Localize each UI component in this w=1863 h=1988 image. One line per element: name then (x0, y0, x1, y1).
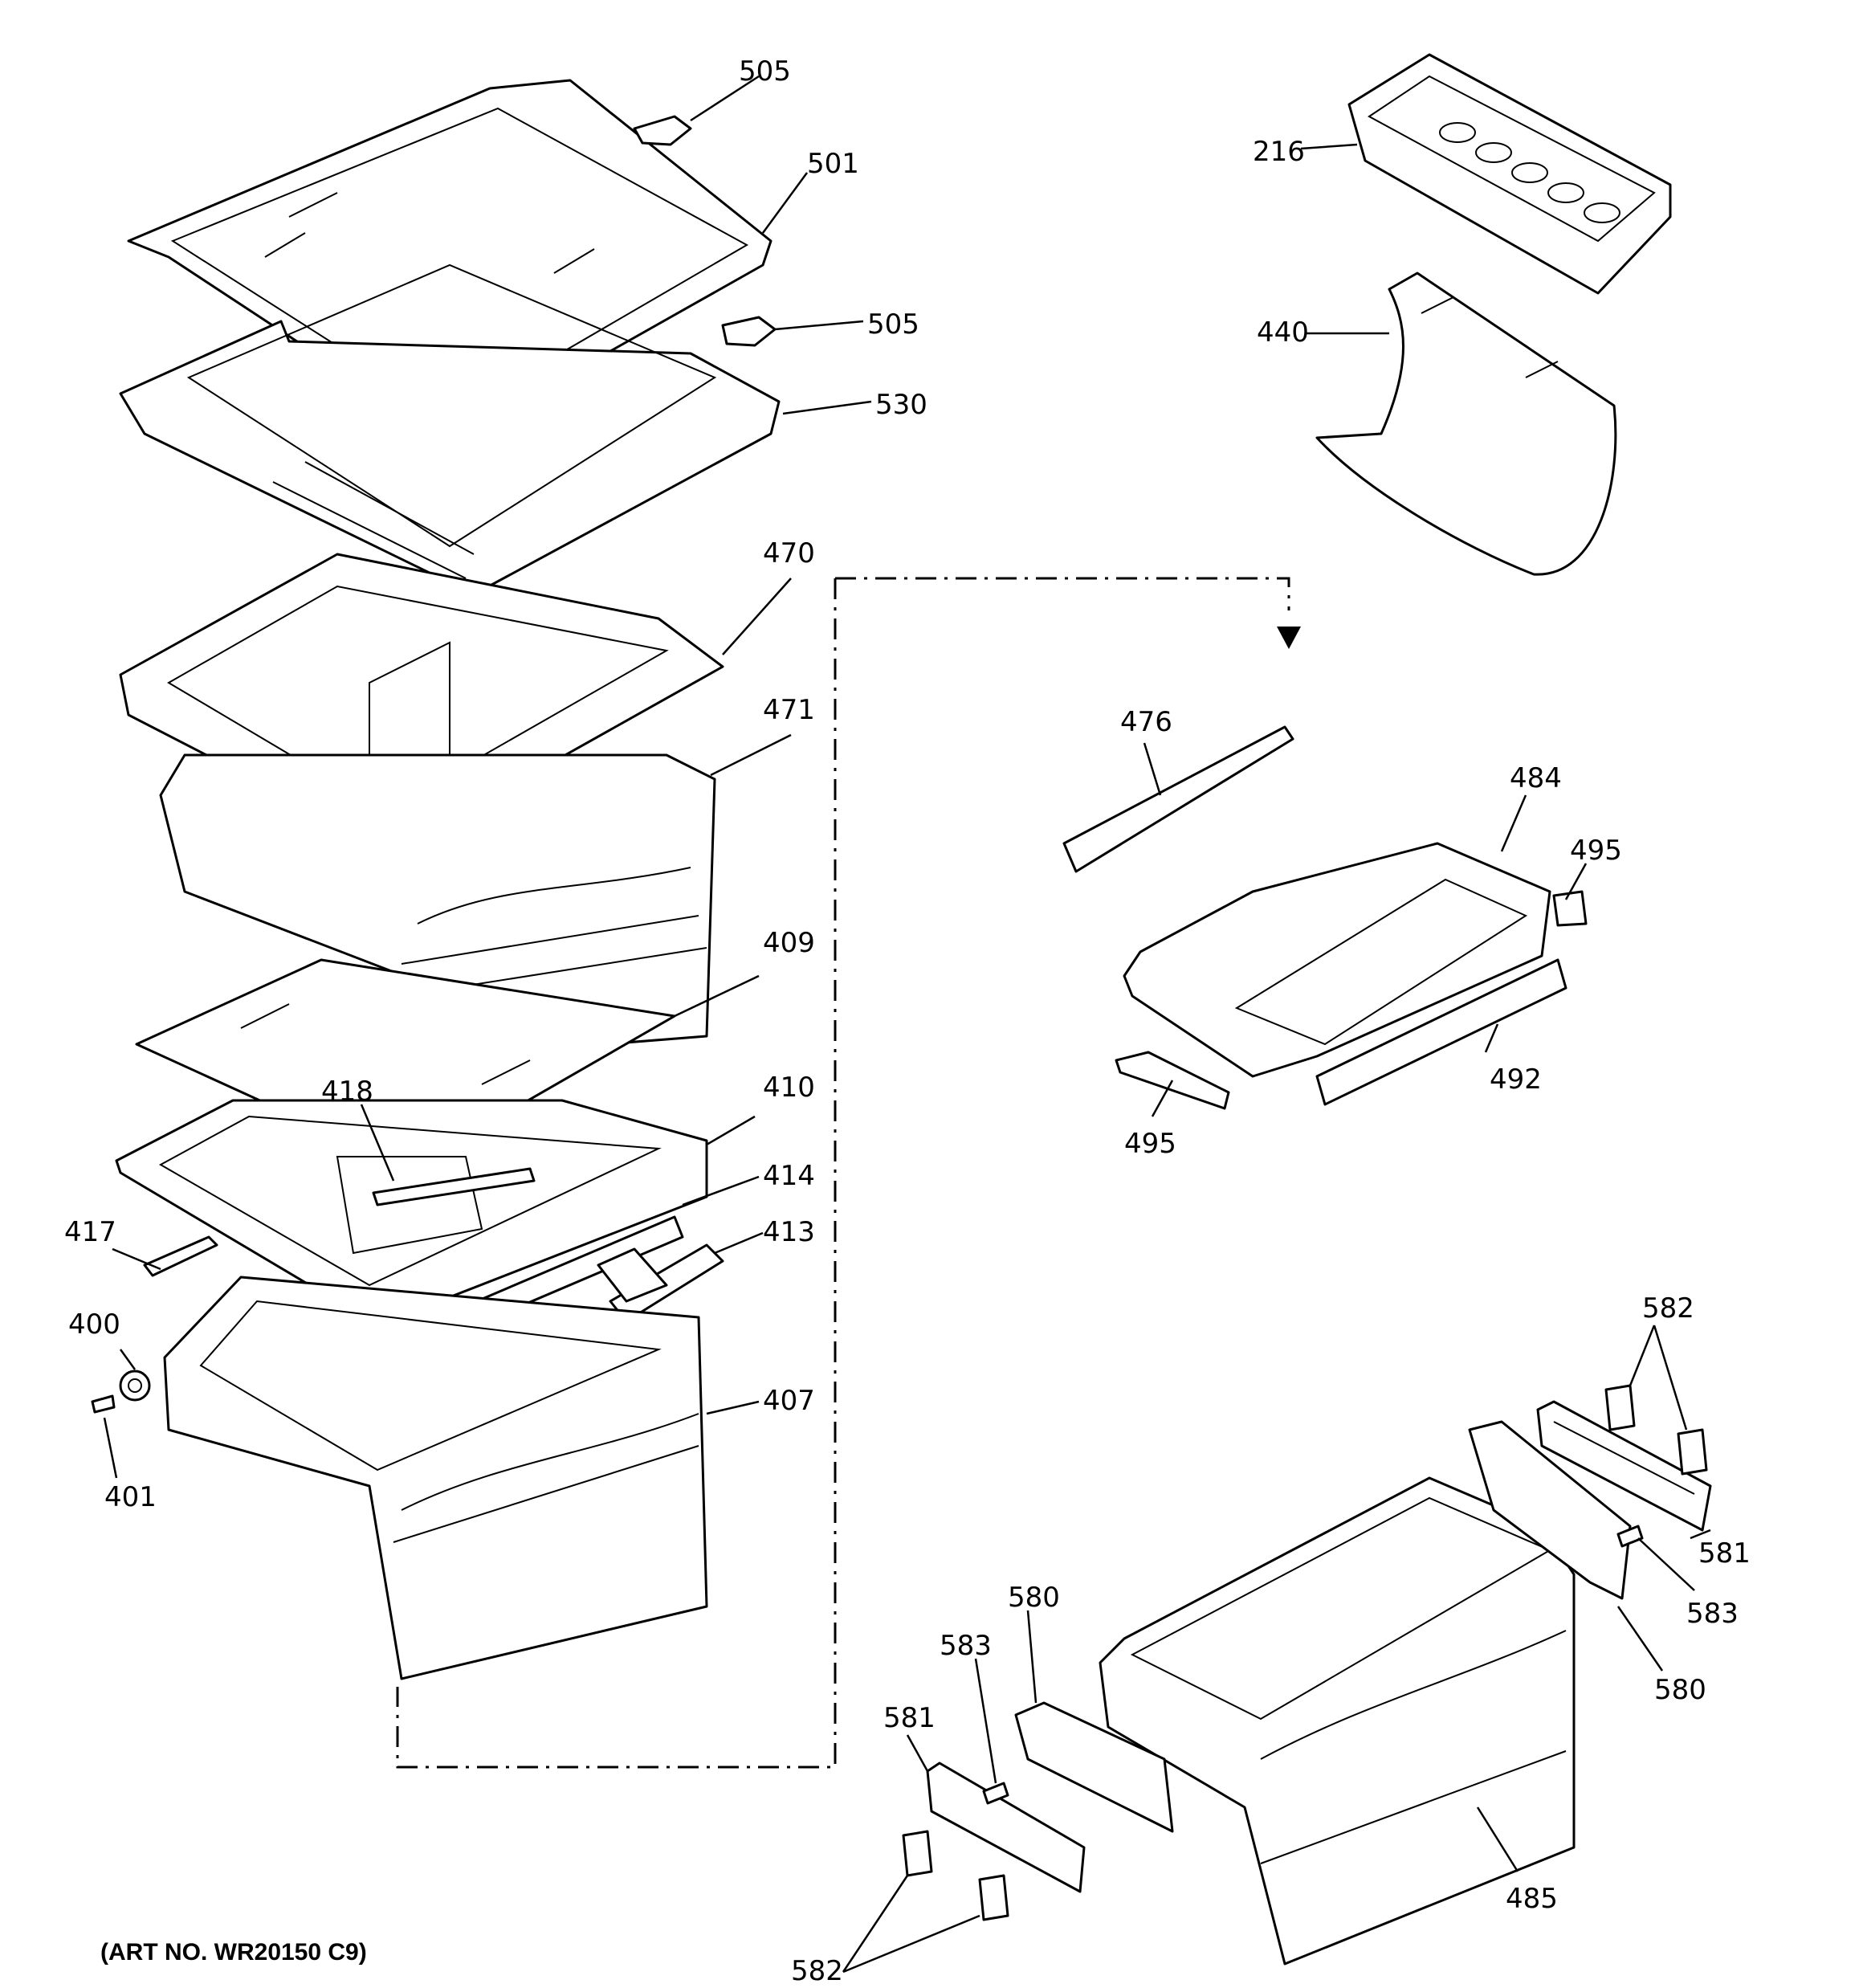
label-495-right: 495 (1570, 835, 1622, 867)
label-484: 484 (1510, 762, 1562, 794)
label-530: 530 (875, 389, 927, 421)
egg-bin-cover (1315, 271, 1617, 576)
label-413: 413 (763, 1216, 815, 1248)
drawer-cover (1123, 842, 1551, 1078)
bracket-left (926, 1761, 1086, 1893)
pivot-handle (597, 1243, 724, 1323)
label-471: 471 (763, 694, 815, 726)
deli-drawer (1099, 1476, 1576, 1966)
drawer-gasket (1315, 958, 1567, 1106)
roller-wheel (119, 1370, 151, 1402)
shelf-clip-top (633, 115, 692, 146)
label-581-left: 581 (883, 1702, 936, 1734)
label-409: 409 (763, 927, 815, 959)
pan-lower (163, 1276, 708, 1680)
egg-bin (1347, 53, 1672, 295)
bumper-right-a (1604, 1384, 1636, 1431)
humidity-slider (372, 1167, 536, 1206)
label-505-mid: 505 (867, 308, 919, 341)
leader-lines (103, 75, 1711, 1974)
shelf-clip-mid (721, 316, 777, 347)
crisper-pan-upper (159, 753, 716, 1062)
connector-arrow (1277, 627, 1301, 649)
label-470: 470 (763, 537, 815, 569)
rail-right (1468, 1420, 1632, 1600)
dashed-connector (396, 577, 1290, 1769)
rail-left (1014, 1701, 1174, 1833)
bracket-right (1536, 1400, 1712, 1532)
label-485: 485 (1506, 1883, 1558, 1915)
label-418: 418 (321, 1076, 373, 1108)
label-582-right: 582 (1642, 1292, 1694, 1325)
guide-bar (143, 1235, 218, 1277)
side-slide-right (1552, 890, 1588, 927)
label-583-left: 583 (940, 1630, 992, 1662)
label-580-left: 580 (1008, 1582, 1060, 1614)
label-492: 492 (1490, 1063, 1542, 1096)
label-401: 401 (104, 1481, 157, 1513)
label-501: 501 (807, 148, 859, 180)
label-216: 216 (1253, 136, 1305, 168)
label-400: 400 (68, 1308, 120, 1341)
label-583-right: 583 (1686, 1598, 1739, 1630)
seal-strip (1062, 725, 1294, 873)
label-476: 476 (1120, 706, 1172, 738)
label-582-left: 582 (791, 1955, 843, 1987)
roller-screw (91, 1394, 116, 1414)
label-495-left: 495 (1124, 1128, 1176, 1160)
label-410: 410 (763, 1072, 815, 1104)
bumper-right-b (1677, 1428, 1708, 1476)
label-414: 414 (763, 1160, 815, 1192)
screw-right (1616, 1525, 1644, 1548)
bumper-left-a (902, 1830, 933, 1877)
label-581-right: 581 (1698, 1537, 1751, 1570)
label-505-top: 505 (739, 55, 791, 88)
label-580-right: 580 (1654, 1674, 1706, 1706)
drawer-frame (115, 1099, 708, 1327)
shelf-frame (119, 263, 781, 596)
bumper-left-b (978, 1874, 1009, 1921)
art-number: (ART NO. WR20150 C9) (100, 1939, 367, 1966)
label-417: 417 (64, 1216, 116, 1248)
label-407: 407 (763, 1385, 815, 1417)
screw-left (982, 1782, 1009, 1805)
label-440: 440 (1257, 316, 1309, 349)
